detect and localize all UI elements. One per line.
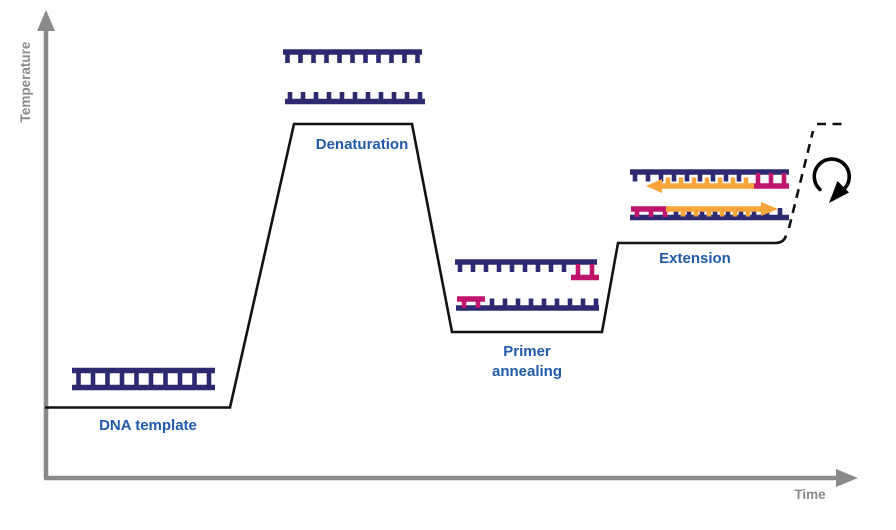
extension-label: Extension [659, 250, 731, 267]
next-cycle-dashed-line [787, 122, 845, 229]
annealing-complex-top [455, 259, 599, 281]
dna-template-label: DNA template [99, 417, 197, 434]
x-axis [44, 469, 858, 487]
annealing-complex-bottom [456, 296, 599, 311]
up-arrow-icon [37, 10, 55, 31]
strand-teeth [489, 298, 599, 306]
extension-complex-top [630, 169, 789, 193]
x-axis-label: Time [794, 487, 826, 502]
new-strand-rungs [665, 177, 749, 184]
right-arrow-icon [836, 469, 858, 487]
denatured-strand-top [283, 49, 422, 63]
dna-template-duplex [72, 367, 215, 391]
y-axis-label: Temperature [18, 41, 33, 123]
strand-teeth [632, 174, 742, 182]
y-axis [37, 10, 55, 478]
right-arrowhead-icon [761, 202, 778, 216]
cycle-arrow-icon [812, 157, 852, 203]
cycle-arrowhead [829, 181, 849, 203]
cycle-arc [812, 157, 852, 192]
primer-rungs [575, 264, 595, 278]
template-rails [72, 367, 215, 391]
denaturation-label: Denaturation [315, 136, 409, 153]
new-strand-rungs [680, 211, 751, 217]
left-arrowhead-icon [646, 179, 662, 193]
template-rungs [76, 369, 212, 389]
strand-teeth [287, 92, 423, 100]
primer-annealing-label: Primer annealing [491, 343, 562, 380]
strand-teeth [285, 54, 420, 63]
primer-rungs [755, 173, 787, 186]
denatured-strand-bottom [285, 92, 425, 105]
strand-teeth [457, 264, 567, 272]
primer-rungs [461, 299, 481, 308]
primer-rungs [634, 209, 668, 217]
temperature-profile-line [45, 122, 788, 409]
extension-complex-bottom [630, 202, 789, 221]
